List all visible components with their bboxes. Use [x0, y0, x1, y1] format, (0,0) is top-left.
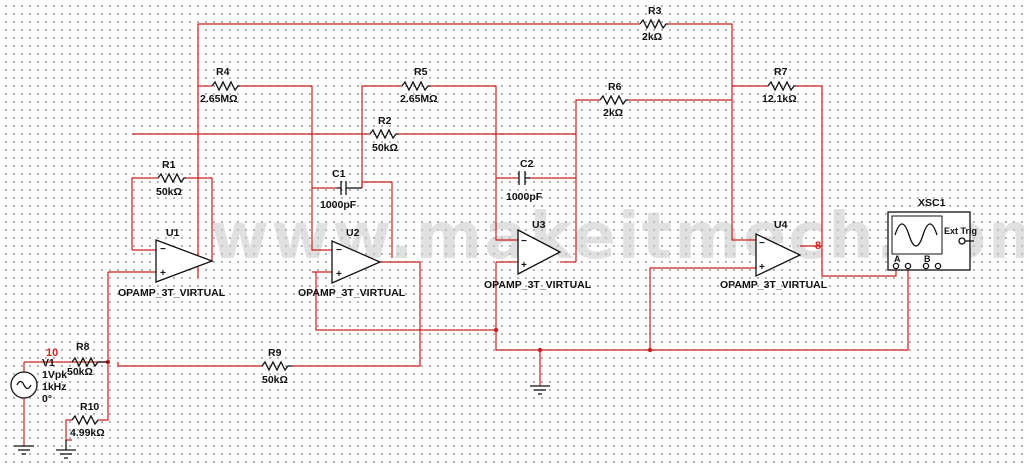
resistor-r8-name: R8 — [76, 341, 90, 353]
capacitor-c1-name: C1 — [332, 168, 346, 180]
resistor-r3[interactable]: R3 2kΩ — [639, 5, 668, 43]
resistor-r7-name: R7 — [774, 66, 788, 78]
net-label-output: 8 — [815, 240, 821, 252]
scope-trigger-terminal[interactable] — [958, 237, 966, 245]
opamp-u1-model: OPAMP_3T_VIRTUAL — [118, 287, 226, 299]
resistor-r8[interactable]: R8 50kΩ — [67, 341, 108, 378]
capacitor-c2-value: 1000pF — [506, 191, 543, 203]
scope-terminal-a-minus[interactable] — [904, 262, 912, 270]
resistor-r10[interactable]: R10 4.99kΩ — [70, 401, 105, 439]
capacitor-c1[interactable]: C1 1000pF — [320, 168, 362, 211]
ground-icon-r10 — [56, 440, 76, 459]
scope-terminal-b-plus[interactable] — [922, 262, 930, 270]
scope-terminal-a-plus[interactable] — [892, 262, 900, 270]
net-label-input: 10 — [46, 347, 58, 359]
resistor-r6-value: 2kΩ — [603, 107, 623, 119]
sine-icon — [16, 380, 32, 390]
scope-terminal-b-minus[interactable] — [934, 262, 942, 270]
resistor-r4-value: 2.65MΩ — [200, 93, 238, 105]
opamp-u1[interactable]: − + U1 OPAMP_3T_VIRTUAL — [118, 227, 226, 299]
ground-icon-source — [14, 445, 34, 455]
resistor-r1[interactable]: R1 50kΩ — [156, 159, 186, 198]
resistor-r9-name: R9 — [268, 347, 282, 359]
scope-channel-a: A — [894, 254, 901, 264]
opamp-u1-name: U1 — [166, 227, 180, 239]
resistor-r8-value: 50kΩ — [67, 366, 93, 378]
opamp-u2[interactable]: − + U2 OPAMP_3T_VIRTUAL — [298, 227, 406, 299]
resistor-r6-name: R6 — [608, 81, 622, 93]
scope-channel-b: B — [924, 254, 931, 264]
opamp-u3-name: U3 — [532, 219, 546, 231]
ground-icon-main — [530, 385, 550, 395]
resistor-r5-name: R5 — [414, 66, 428, 78]
wires — [23, 23, 909, 446]
scope-trigger-label: Ext Trig — [944, 226, 977, 236]
opamp-u2-name: U2 — [346, 227, 360, 239]
source-frequency: 1kHz — [42, 381, 67, 393]
opamp-u3-model: OPAMP_3T_VIRTUAL — [484, 279, 592, 291]
svg-text:+: + — [160, 268, 166, 279]
ac-source-v1[interactable]: V1 1Vpk 1kHz 0° — [10, 357, 67, 405]
opamp-u4-model: OPAMP_3T_VIRTUAL — [720, 279, 828, 291]
svg-text:−: − — [160, 244, 166, 255]
resistor-r5[interactable]: R5 2.65MΩ — [400, 66, 438, 105]
source-amplitude: 1Vpk — [42, 369, 67, 381]
svg-text:+: + — [521, 260, 527, 271]
oscilloscope-xsc1[interactable]: XSC1 Ext Trig A B — [887, 197, 977, 271]
capacitor-c2[interactable]: C2 1000pF — [506, 158, 543, 203]
source-name: V1 — [42, 357, 55, 369]
svg-text:−: − — [521, 236, 527, 247]
scope-screen-waveform — [894, 223, 938, 247]
svg-text:−: − — [336, 245, 342, 256]
capacitor-c1-value: 1000pF — [320, 199, 357, 211]
svg-text:+: + — [759, 262, 765, 273]
svg-text:−: − — [759, 238, 765, 249]
opamp-u2-model: OPAMP_3T_VIRTUAL — [298, 287, 406, 299]
resistor-r4-name: R4 — [216, 66, 230, 78]
resistor-r3-name: R3 — [648, 5, 662, 17]
resistor-r7[interactable]: R7 12.1kΩ — [762, 66, 797, 105]
opamp-u3[interactable]: − + U3 OPAMP_3T_VIRTUAL — [484, 219, 592, 291]
resistor-r7-value: 12.1kΩ — [762, 93, 797, 105]
capacitor-c2-name: C2 — [520, 158, 534, 170]
resistor-r2[interactable]: R2 50kΩ — [369, 115, 398, 154]
resistor-r2-value: 50kΩ — [372, 142, 398, 154]
resistor-r10-name: R10 — [80, 401, 99, 413]
resistor-r9-value: 50kΩ — [262, 374, 288, 386]
resistor-r1-name: R1 — [162, 159, 176, 171]
scope-name: XSC1 — [918, 197, 946, 209]
svg-text:+: + — [336, 269, 342, 280]
resistor-r4[interactable]: R4 2.65MΩ — [200, 66, 240, 105]
resistor-r6[interactable]: R6 2kΩ — [599, 81, 628, 119]
resistor-r3-value: 2kΩ — [642, 31, 662, 43]
opamp-u4[interactable]: − + U4 OPAMP_3T_VIRTUAL — [720, 219, 828, 291]
resistor-r1-value: 50kΩ — [156, 186, 182, 198]
opamp-u4-name: U4 — [774, 219, 788, 231]
resistor-r2-name: R2 — [378, 115, 392, 127]
source-phase: 0° — [42, 393, 52, 405]
resistor-r9[interactable]: R9 50kΩ — [261, 347, 292, 386]
resistor-r5-value: 2.65MΩ — [400, 93, 438, 105]
resistor-r10-value: 4.99kΩ — [70, 427, 105, 439]
